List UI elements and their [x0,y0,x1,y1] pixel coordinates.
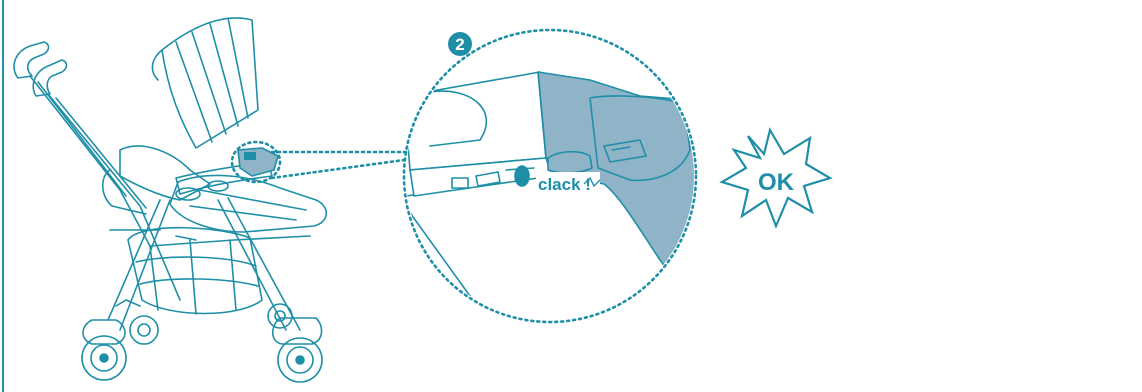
ok-starburst: OK [722,130,830,226]
wheel-rear-right [130,316,158,344]
step-badge: 2 [448,32,472,56]
wheel-rear-left [82,320,126,380]
sound-annotation: clack ! [536,172,600,194]
leader-line-bottom [272,160,404,178]
wheel-front-right [268,304,292,328]
result-label: OK [758,169,795,196]
stroller-illustration [14,18,326,382]
step-number: 2 [455,35,464,54]
sound-label: clack ! [538,175,591,194]
